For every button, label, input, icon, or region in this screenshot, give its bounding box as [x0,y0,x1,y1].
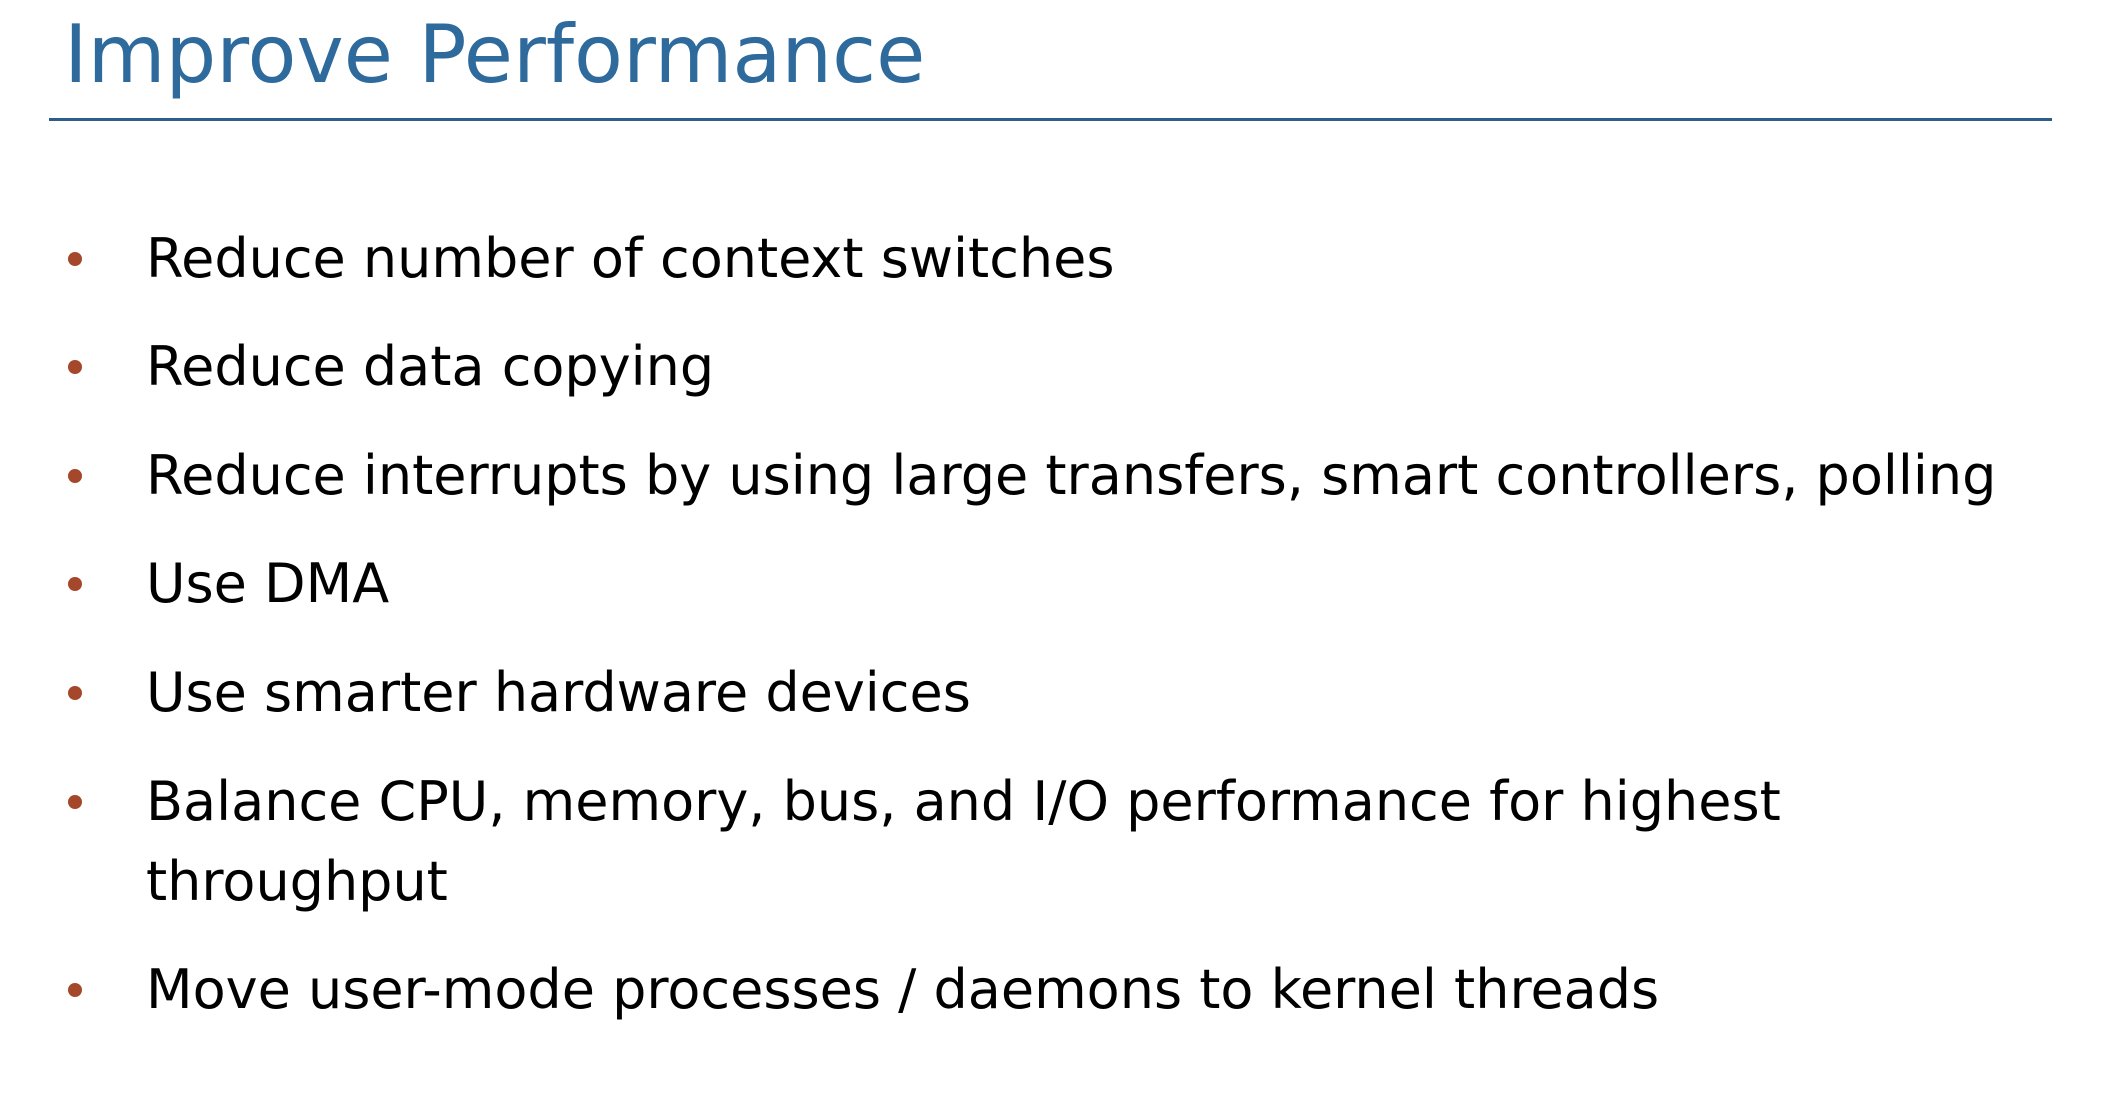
bullet-dot-icon [68,983,82,997]
slide-title: Improve Performance [64,8,926,101]
bullet-text: Move user-mode processes / daemons to ke… [146,958,1660,1021]
bullet-text: Reduce number of context switches [146,227,1115,290]
title-divider [49,118,2052,121]
bullet-text: Reduce data copying [146,335,715,398]
bullet-text: Use smarter hardware devices [146,661,971,724]
bullet-dot-icon [68,795,82,809]
bullet-text: Use DMA [146,552,390,615]
bullet-text: Balance CPU, memory, bus, and I/O perfor… [146,770,1781,913]
bullet-dot-icon [68,360,82,374]
bullet-dot-icon [68,469,82,483]
bullet-text: Reduce interrupts by using large transfe… [146,444,1997,507]
bullet-dot-icon [68,252,82,266]
bullet-dot-icon [68,577,82,591]
bullet-dot-icon [68,686,82,700]
